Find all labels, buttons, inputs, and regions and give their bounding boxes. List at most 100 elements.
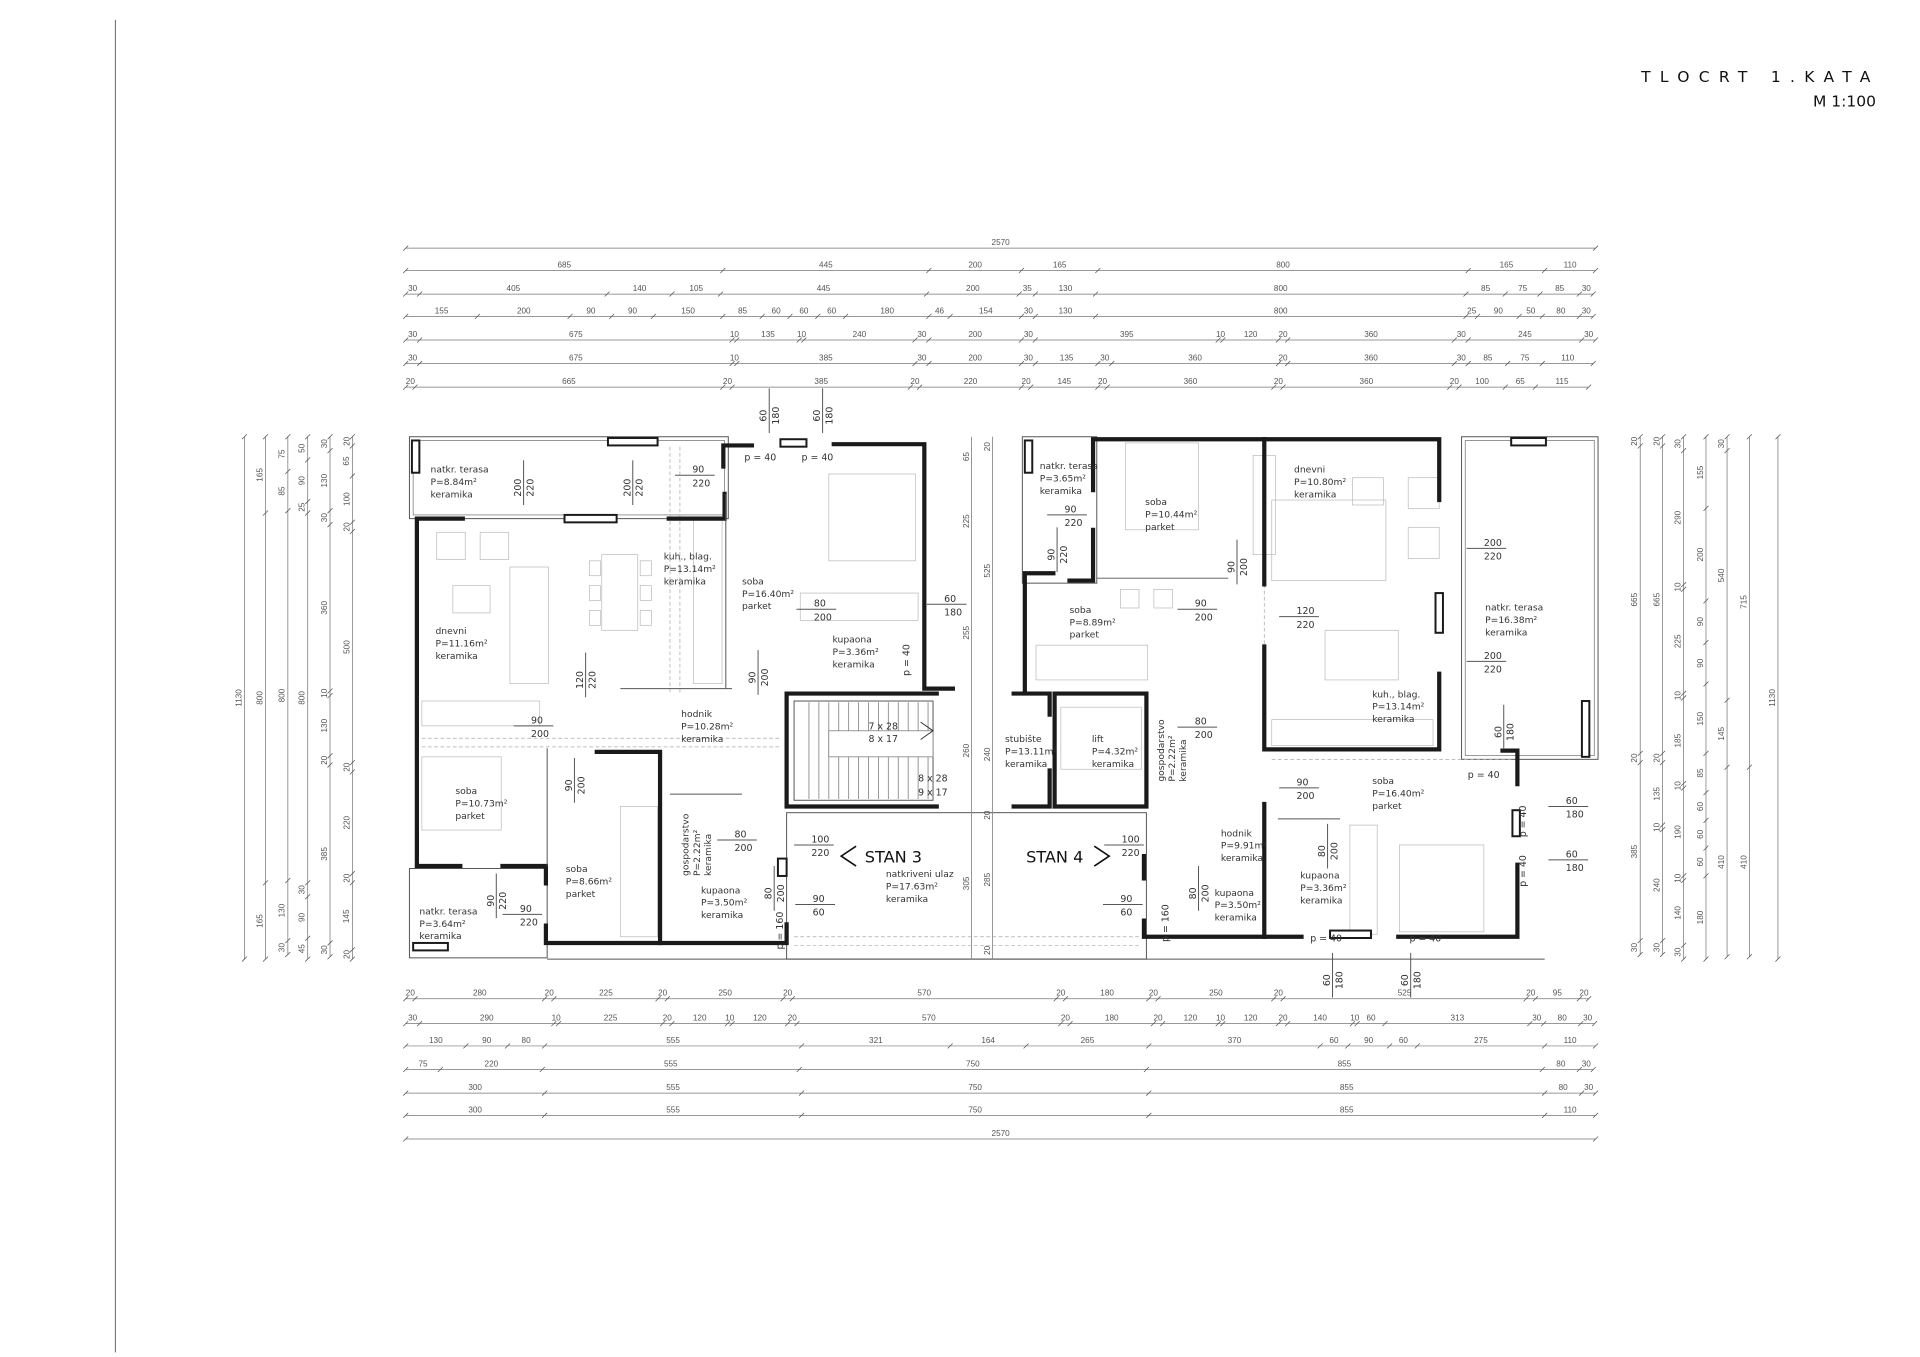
dimension-value: 20 xyxy=(1652,436,1661,446)
dimension-tick xyxy=(416,1020,423,1027)
dimension-value: 20 xyxy=(342,436,351,446)
dimension-value: 20 xyxy=(1652,753,1661,763)
dimension-value: 30 xyxy=(1457,330,1467,339)
opening-width: 60 xyxy=(1400,974,1411,986)
dimension-tick xyxy=(327,762,333,768)
dimension-value: 20 xyxy=(1153,1014,1163,1023)
dimension-tick xyxy=(304,893,311,900)
dimension-value: 200 xyxy=(968,330,982,339)
dimension-tick xyxy=(416,291,423,297)
axis-dimension-value: 65 xyxy=(962,452,971,462)
furniture xyxy=(421,442,1485,938)
dimension-value: 2570 xyxy=(992,238,1011,247)
dimension-tick xyxy=(655,996,661,1002)
room-floor-finish: keramika xyxy=(1221,853,1263,864)
dimension-value: 130 xyxy=(320,473,329,487)
window-sill-height: p = 160 xyxy=(1161,904,1172,942)
dimension-value: 10 xyxy=(1674,873,1683,883)
dimension-tick xyxy=(1539,313,1546,320)
room-floor-finish: parket xyxy=(1069,630,1099,641)
dimension-value: 80 xyxy=(1559,1083,1569,1092)
dimension-tick xyxy=(717,291,724,297)
dimension-tick xyxy=(327,940,333,946)
opening-width: 90 xyxy=(486,895,497,907)
dimension-value: 20 xyxy=(342,873,351,883)
dimension-value: 10 xyxy=(797,330,807,339)
dimension-value: 145 xyxy=(342,909,351,923)
stair-lower-risers: 9 x 17 xyxy=(918,787,948,798)
dimension-tick xyxy=(1271,996,1277,1002)
dimension-value: 90 xyxy=(482,1036,492,1045)
dimension-value: 155 xyxy=(435,306,449,315)
dimension-tick xyxy=(327,688,333,694)
window-sill-height: p = 40 xyxy=(1409,934,1441,945)
dimension-value: 165 xyxy=(255,914,264,928)
dimension-value: 555 xyxy=(666,1105,680,1114)
dimension-value: 164 xyxy=(981,1036,995,1045)
dimension-tick xyxy=(1637,750,1643,757)
dimension-tick xyxy=(796,337,802,343)
window-sill-height: p = 160 xyxy=(775,912,786,950)
dimension-tick xyxy=(1585,996,1592,1002)
dimension-value: 65 xyxy=(342,456,351,466)
dimension-tick xyxy=(1275,337,1282,343)
dimension-value: 405 xyxy=(507,284,521,293)
apartment-label-stan-3: STAN 3 xyxy=(865,847,922,866)
dimension-tick xyxy=(798,1112,805,1119)
dimension-tick xyxy=(796,1066,802,1073)
left-dimension-column: 1130 xyxy=(234,434,248,962)
room-area: P=3.36m² xyxy=(833,647,880,658)
dimension-value: 20 xyxy=(1274,377,1284,386)
dimension-tick xyxy=(1680,695,1687,701)
room-labels: natkr. terasaP=8.84m²keramikadnevniP=11.… xyxy=(419,461,1543,942)
room-floor-finish: keramika xyxy=(1092,759,1134,770)
dimension-value: 110 xyxy=(1564,1036,1577,1045)
dimension-tick xyxy=(1220,337,1226,343)
dimension-tick xyxy=(1095,360,1101,367)
opening-height: 200 xyxy=(1239,558,1250,576)
room-name: natkr. terasa xyxy=(1040,461,1098,472)
dimension-tick xyxy=(285,937,291,944)
apartment-label-stan-4: STAN 4 xyxy=(1026,847,1083,866)
dimension-tick xyxy=(1680,942,1687,948)
dimension-tick xyxy=(1659,443,1666,449)
room-floor-finish: keramika xyxy=(833,660,875,671)
dimension-value: 30 xyxy=(1630,943,1639,953)
drawing-scale: M 1:100 xyxy=(1813,93,1876,111)
dimension-value: 30 xyxy=(408,330,418,339)
dimension-tick xyxy=(1345,1043,1351,1049)
dimension-tick xyxy=(669,1020,675,1027)
dimension-value: 90 xyxy=(628,306,638,315)
dimension-value: 75 xyxy=(1520,353,1530,362)
room-name: soba xyxy=(1372,776,1394,787)
dimension-tick xyxy=(241,434,248,440)
dimension-value: 35 xyxy=(1023,284,1033,293)
opening-height: 220 xyxy=(1059,546,1070,564)
dimension-value: 555 xyxy=(664,1059,678,1068)
room-floor-finish: keramika xyxy=(1215,913,1257,924)
dimension-value: 185 xyxy=(1674,733,1683,747)
dimension-tick xyxy=(1523,996,1529,1002)
dimension-tick xyxy=(1067,1020,1073,1027)
dimension-value: 30 xyxy=(278,943,287,953)
dimension-value: 800 xyxy=(278,688,287,702)
dimension-value: 200 xyxy=(1696,547,1705,561)
opening-width: 120 xyxy=(575,671,586,689)
dimension-value: 30 xyxy=(1024,330,1034,339)
room-area: P=10.28m² xyxy=(681,722,733,733)
dimension-tick xyxy=(1541,1090,1548,1096)
dimension-tick xyxy=(1775,956,1781,962)
opening-height: 180 xyxy=(1334,971,1345,989)
